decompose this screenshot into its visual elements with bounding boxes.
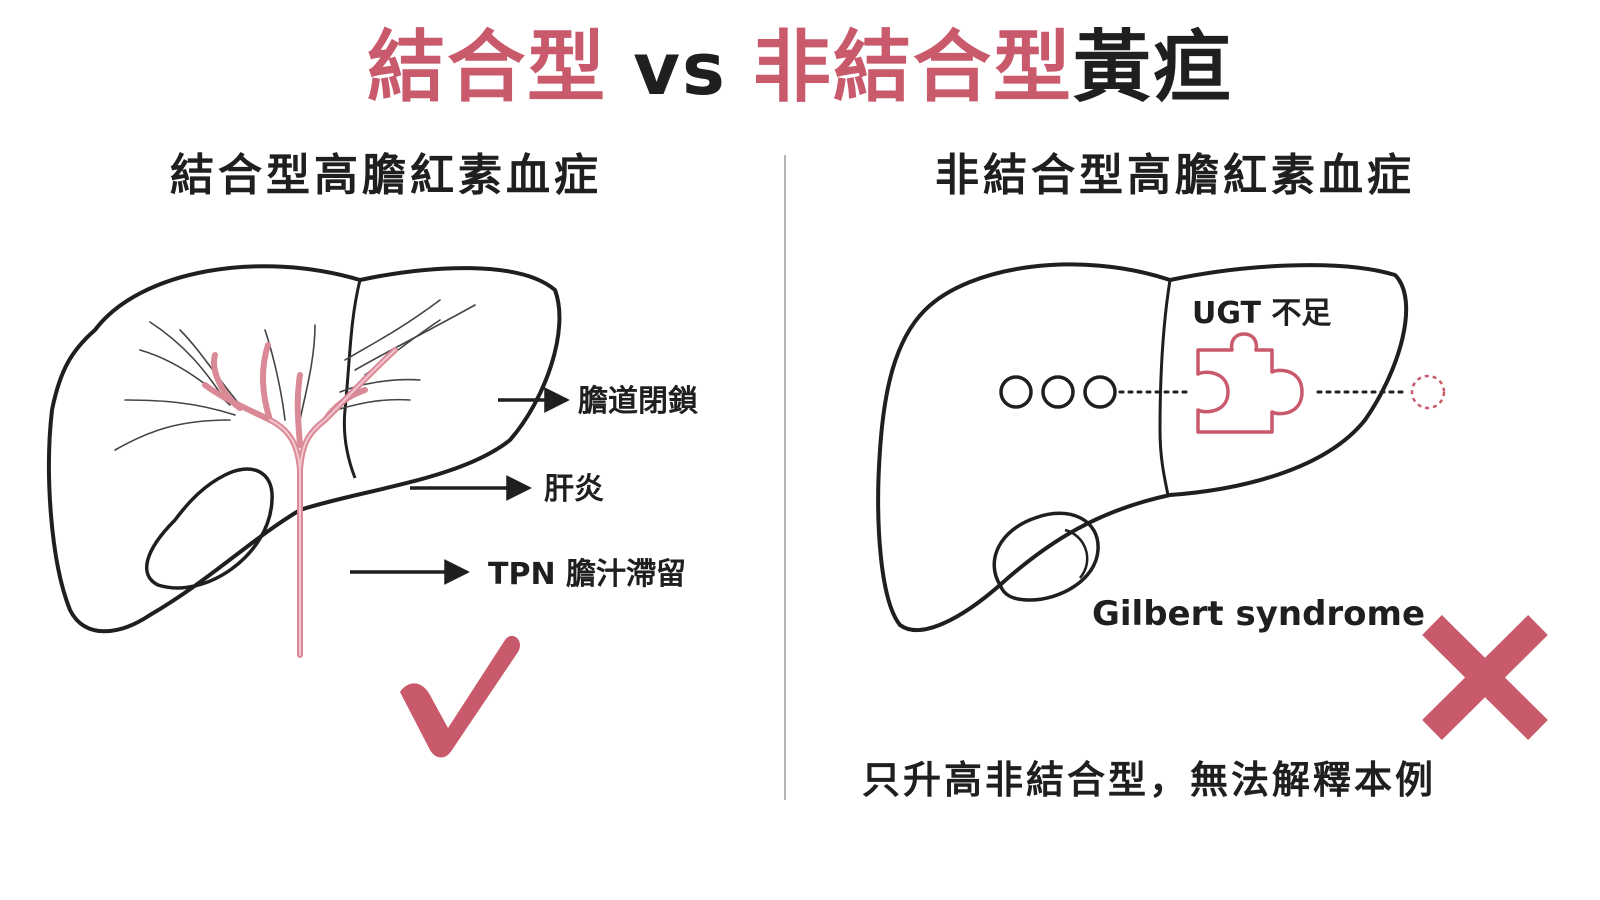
left-liver-outline — [47, 264, 562, 634]
main-title: 結合型 vs 非結合型黃疸 — [0, 18, 1600, 119]
cause-tpn-cholestasis: TPN 膽汁滯留 — [488, 557, 687, 592]
arrow-head-2 — [506, 475, 532, 501]
title-vs: vs — [633, 27, 727, 111]
hepatic-vessels — [114, 299, 476, 451]
right-liver-outline — [876, 262, 1409, 632]
conclusion-note: 只升高非結合型，無法解釋本例 — [862, 758, 1437, 802]
bile-duct-highlight — [269, 349, 396, 656]
arrow-head-1 — [544, 387, 570, 413]
right-panel-heading: 非結合型高膽紅素血症 — [935, 150, 1415, 201]
title-conjugated: 結合型 — [367, 23, 608, 113]
gallbladder-outline — [144, 467, 274, 590]
right-gallbladder-fold — [1064, 528, 1089, 579]
right-liver-illustration — [876, 262, 1548, 740]
left-panel-heading: 結合型高膽紅素血症 — [170, 150, 602, 201]
cause-arrows — [350, 387, 570, 585]
ugt-puzzle-icon — [1196, 332, 1304, 434]
molecule-2 — [1041, 375, 1075, 409]
molecule-3 — [1083, 375, 1117, 409]
right-gallbladder-outline — [992, 511, 1100, 602]
cause-hepatitis: 肝炎 — [544, 472, 604, 507]
bilirubin-molecules — [999, 375, 1117, 409]
check-icon — [400, 635, 521, 758]
title-unconjugated: 非結合型 — [752, 23, 1073, 113]
cause-biliary-atresia: 膽道閉鎖 — [578, 384, 698, 419]
molecule-1 — [999, 375, 1033, 409]
ugt-deficiency-label: UGT 不足 — [1192, 296, 1332, 331]
right-liver-lobe-divide — [1158, 279, 1172, 496]
left-liver-lobe-divide — [342, 279, 362, 479]
arrow-head-3 — [444, 559, 470, 585]
missing-conjugate-icon — [1410, 374, 1446, 410]
gilbert-syndrome-label: Gilbert syndrome — [1092, 594, 1426, 634]
title-jaundice: 黃疸 — [1072, 23, 1233, 113]
cross-icon — [1422, 615, 1548, 740]
left-liver-illustration — [47, 264, 570, 758]
